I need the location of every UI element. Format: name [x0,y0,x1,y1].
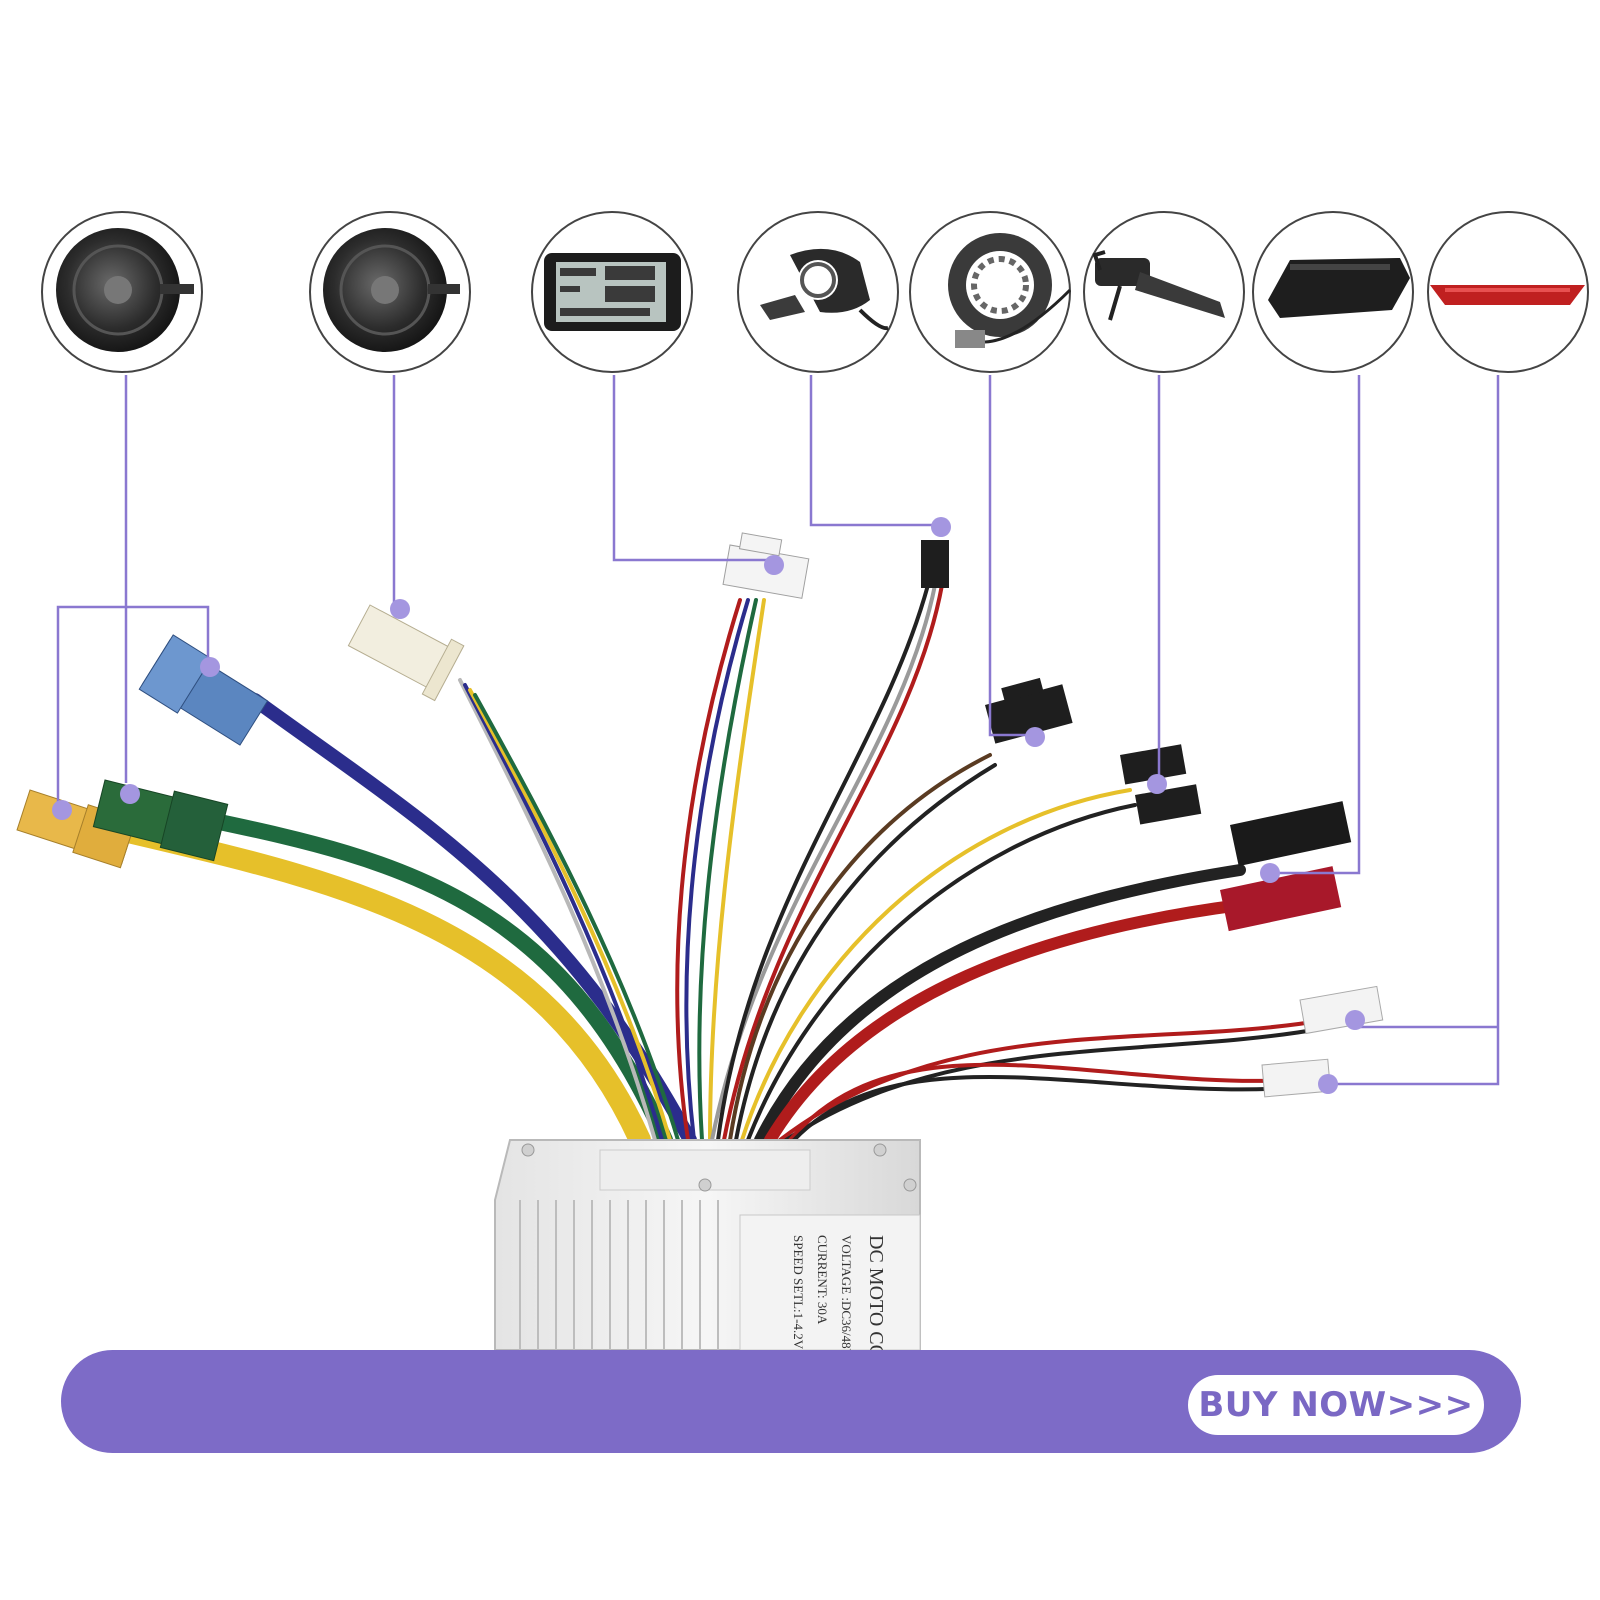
pas-sensor-icon [948,233,1072,348]
blue-phase-connector [138,634,269,746]
brake-connector [1120,744,1202,825]
controller-label-current: CURRENT: 30A [815,1235,830,1325]
throttle-connector [921,540,949,588]
component-battery [1252,211,1414,373]
component-tail-light [1427,211,1589,373]
leader-dots [52,517,1365,1094]
lcd-display-icon [544,253,681,331]
component-circles [41,211,1589,373]
wire-bundle [109,583,1327,1151]
controller-label [739,1214,921,1351]
heat-sink-fins [519,1200,719,1350]
motor-controller: DC MOTO CONT VOLTAGE :DC36/48V CURRENT: … [494,1139,921,1386]
hub-motor-icon [323,228,460,352]
leader-lines [56,375,1500,1086]
hall-sensor-connector [347,604,465,702]
component-pas-sensor [909,211,1072,373]
controller-label-speed: SPEED SETL:1-4.2V [791,1235,806,1350]
pas-connector [985,677,1073,744]
battery-connector [1220,801,1352,932]
display-connector [722,532,810,599]
brake-lever-icon [1092,250,1225,321]
battery-icon [1268,258,1410,318]
component-brake-lever [1083,211,1245,373]
controller-label-voltage: VOLTAGE :DC36/48V [839,1235,854,1359]
buy-now-button[interactable]: BUY NOW>>> [1188,1375,1484,1435]
hub-motor-icon [56,228,194,352]
tail-light-icon [1430,285,1585,305]
component-front-hub-motor [41,211,203,373]
controller-label-title: DC MOTO CONT [865,1235,887,1386]
component-thumb-throttle [737,211,899,373]
component-rear-hub-motor [309,211,471,373]
component-lcd-display [531,211,693,373]
thumb-throttle-icon [760,248,889,331]
